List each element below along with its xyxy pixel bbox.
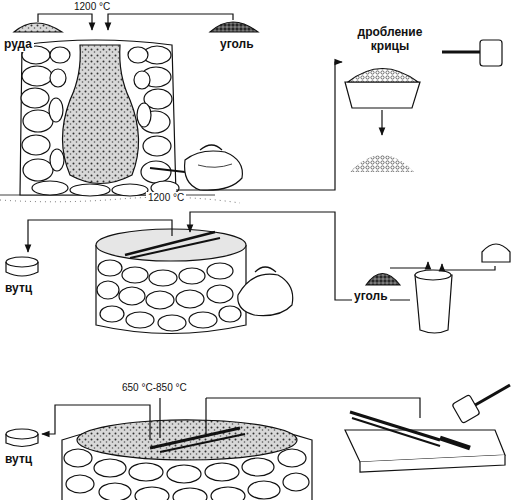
product-label: вутц <box>3 282 34 296</box>
process-label: дробление крицы <box>338 26 442 54</box>
temperature-label: 1200 °C <box>146 192 186 204</box>
material-label: уголь <box>352 290 390 304</box>
material-label: уголь <box>218 38 256 52</box>
temperature-label: 1200 °C <box>72 1 112 13</box>
material-label: руда <box>2 38 34 52</box>
temperature-label: 650 °C-850 °C <box>120 382 189 394</box>
product-label: вутц <box>3 453 34 467</box>
